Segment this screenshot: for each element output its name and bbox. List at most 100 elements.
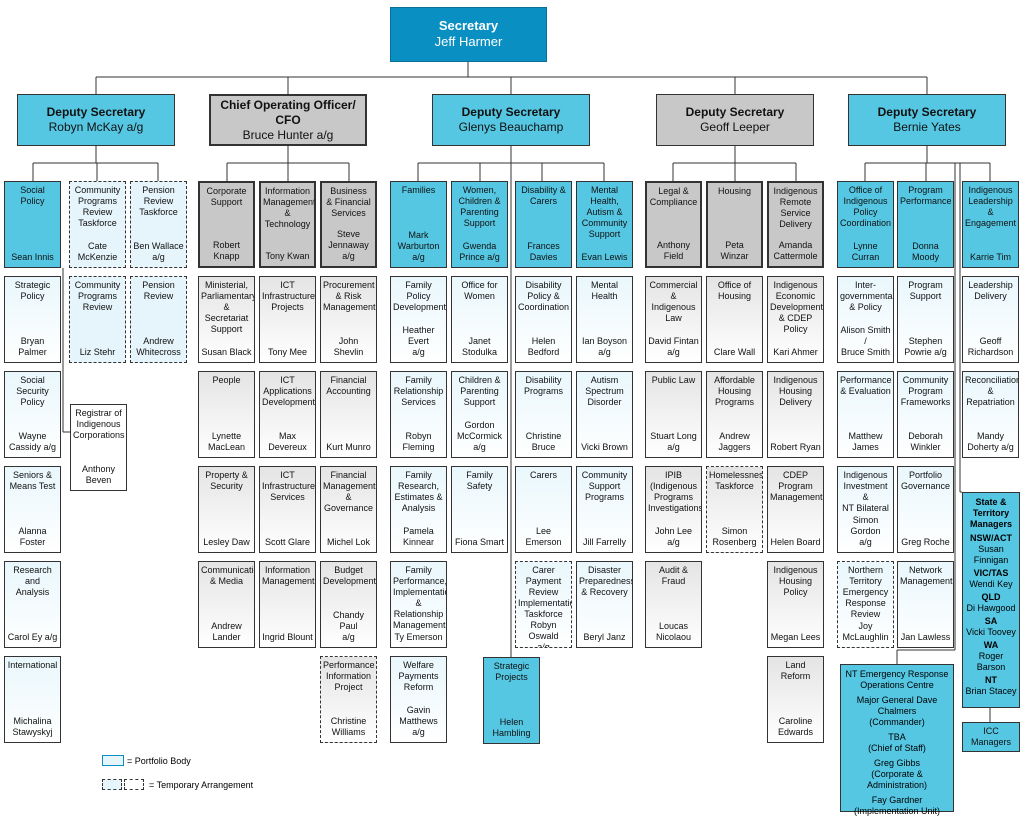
unit-title: Strategic Policy	[14, 280, 51, 301]
unit-head: Kari Ahmer	[773, 347, 818, 357]
unit-head: Simon Rosenberg	[712, 526, 757, 547]
unit-head: Stephen Powrie a/g	[904, 336, 947, 357]
unit-head: Caroline Edwards	[777, 716, 813, 737]
unit-title: Families	[401, 185, 436, 195]
unit-head: Lynette MacLean	[207, 431, 246, 452]
unit-head: Bryan Palmer	[18, 336, 47, 357]
coo-box: Chief Operating Officer/ CFO Bruce Hunte…	[209, 94, 367, 146]
unit-title: Inter- governmental & Policy	[840, 280, 894, 312]
state-manager: Brian Stacey	[965, 686, 1017, 696]
unit-title: Mental Health	[590, 280, 618, 301]
unit-box: Office of Indigenous Policy Coordination…	[837, 181, 894, 268]
unit-head: Gwenda Prince a/g	[459, 241, 500, 262]
unit-title: Homelessness Taskforce	[709, 470, 763, 491]
unit-title: Corporate Support	[206, 186, 247, 207]
state-manager: Di Hawgood	[966, 603, 1016, 613]
unit-title: Network Management	[900, 565, 953, 586]
secretary-box: Secretary Jeff Harmer	[390, 7, 547, 62]
unit-head: Evan Lewis	[581, 252, 628, 262]
unit-head: Helen Bedford	[527, 336, 560, 357]
unit-head: Andrew Whitecross	[136, 336, 181, 357]
unit-head: Fiona Smart	[454, 537, 505, 547]
unit-title: ICC Managers	[970, 725, 1012, 747]
unit-head: Vicki Brown	[581, 442, 628, 452]
nt-box-title: NT Emergency Response Operations Centre	[845, 669, 949, 690]
unit-head: Heather Evert a/g	[402, 325, 435, 357]
unit-head: Donna Moody	[911, 241, 939, 262]
unit-title: Mental Health, Autism & Community Suppor…	[581, 185, 628, 239]
unit-head: Scott Glare	[264, 537, 311, 547]
unit-title: IPIB (Indigenous Programs Investigations…	[648, 470, 702, 513]
unit-title: Community Programs Review	[74, 280, 121, 312]
unit-box: Mental Health, Autism & Community Suppor…	[576, 181, 633, 268]
state-region: WA	[983, 640, 999, 650]
unit-head: Jill Farrelly	[582, 537, 626, 547]
unit-head: Liz Stehr	[79, 347, 116, 357]
unit-head: Christine Bruce	[525, 431, 562, 452]
deputy-title: Chief Operating Officer/ CFO	[220, 97, 356, 127]
unit-head: Karrie Tim	[969, 252, 1011, 262]
unit-title: ICT Applications Development	[262, 375, 316, 407]
unit-title: Pension Review Taskforce	[139, 185, 178, 217]
unit-title: Budget Development	[323, 565, 377, 586]
nt-emergency-response-box: NT Emergency Response Operations Centre …	[840, 664, 954, 816]
unit-head: Ingrid Blount	[262, 632, 313, 642]
unit-title: Portfolio Governance	[900, 470, 951, 491]
unit-title: Disability Policy & Coordination	[518, 280, 570, 312]
state-region: NT	[985, 675, 997, 685]
unit-title: Land Reform	[780, 660, 811, 681]
unit-head: Cate McKenzie	[77, 241, 118, 262]
legend-temporary-swatch-white	[124, 779, 144, 790]
unit-title: Financial Management & Governance	[323, 470, 376, 513]
unit-title: Disaster Preparedness & Recovery	[579, 565, 633, 597]
unit-title: Affordable Housing Programs	[714, 375, 755, 407]
deputy-title: Deputy Secretary	[46, 105, 146, 119]
unit-title: Welfare Payments Reform	[398, 660, 439, 692]
unit-head: Jan Lawless	[900, 632, 951, 642]
unit-title: Information Management	[262, 565, 315, 586]
unit-title: Social Policy	[20, 185, 45, 206]
unit-title: Leadership Delivery	[968, 280, 1013, 301]
unit-head: Tony Mee	[267, 347, 308, 357]
unit-head: Alanna Foster	[18, 526, 47, 547]
legend-temporary-swatch-blue	[102, 779, 122, 790]
unit-head: Steve Jennaway a/g	[328, 229, 369, 261]
unit-title: Housing	[717, 186, 752, 196]
unit-title: Indigenous Economic Development & CDEP P…	[770, 280, 824, 334]
unit-title: Strategic Projects	[493, 661, 530, 682]
deputy-title: Deputy Secretary	[877, 105, 977, 119]
deputy-title: Deputy Secretary	[461, 105, 561, 119]
unit-title: Pension Review	[142, 280, 175, 301]
deputy-title: Deputy Secretary	[685, 105, 785, 119]
unit-head: Chandy Paul a/g	[332, 610, 365, 642]
unit-head: Gavin Matthews a/g	[399, 705, 438, 737]
deputy-name: Bruce Hunter a/g	[242, 127, 334, 142]
nt-person: Greg Gibbs (Corporate & Administration)	[866, 758, 928, 790]
